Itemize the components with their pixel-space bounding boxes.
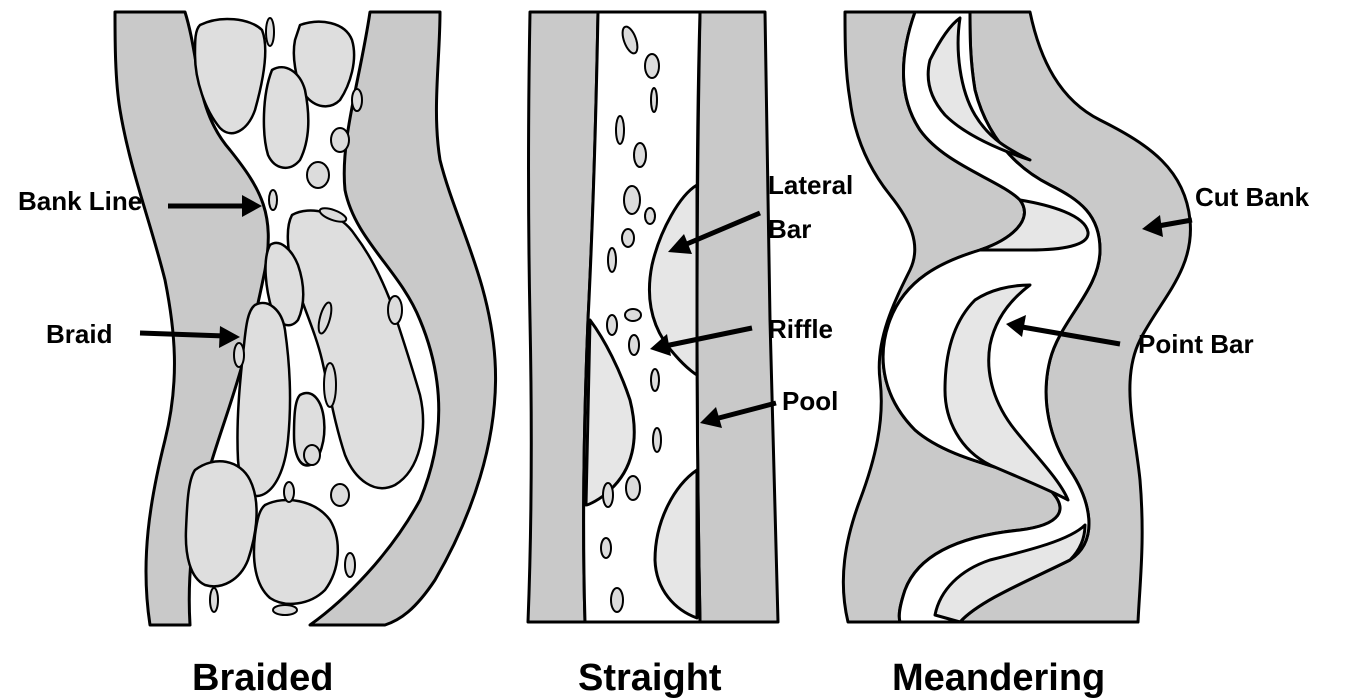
straight-pebble <box>651 88 657 112</box>
braided-pebble <box>269 190 277 210</box>
straight-pebble <box>645 208 655 224</box>
braided-pebble <box>273 605 297 615</box>
braided-pebble <box>266 18 274 46</box>
braided-pebble <box>324 363 336 407</box>
straight-pebble <box>634 143 646 167</box>
straight-pebble <box>603 483 613 507</box>
braided-island <box>186 461 257 586</box>
label-lateral-bar-line1: Lateral <box>768 170 853 200</box>
braided-pebble <box>234 343 244 367</box>
braided-pebble <box>304 445 320 465</box>
straight-pebble <box>626 476 640 500</box>
label-bank-line: Bank Line <box>18 186 142 216</box>
braided-pebble <box>331 484 349 506</box>
straight-right-bank <box>697 12 778 622</box>
straight-pebble <box>608 248 616 272</box>
straight-panel: Lateral Bar Riffle Pool Straight <box>528 12 853 698</box>
title-braided: Braided <box>192 657 333 698</box>
braided-pebble <box>388 296 402 324</box>
label-point-bar: Point Bar <box>1138 329 1254 359</box>
straight-pebble <box>629 335 639 355</box>
straight-pebble <box>622 229 634 247</box>
label-cut-bank: Cut Bank <box>1195 182 1310 212</box>
label-riffle: Riffle <box>768 314 833 344</box>
braided-pebble <box>331 128 349 152</box>
braided-pebble <box>345 553 355 577</box>
braid-arrow <box>140 333 225 336</box>
braided-island <box>237 303 290 496</box>
straight-pebble <box>645 54 659 78</box>
straight-pebble <box>653 428 661 452</box>
straight-pebble <box>651 369 659 391</box>
braided-pebble <box>284 482 294 502</box>
title-straight: Straight <box>578 657 722 698</box>
braided-pebble <box>210 588 218 612</box>
braided-pebble <box>352 89 362 111</box>
straight-pebble <box>611 588 623 612</box>
straight-pebble <box>624 186 640 214</box>
braided-pebble <box>307 162 329 188</box>
straight-pebble <box>625 309 641 321</box>
label-braid: Braid <box>46 319 112 349</box>
braided-panel: Bank Line Braid Braided <box>18 12 496 698</box>
straight-pebble <box>607 315 617 335</box>
label-lateral-bar-line2: Bar <box>768 214 811 244</box>
title-meandering: Meandering <box>892 657 1105 698</box>
straight-pebble <box>616 116 624 144</box>
label-pool: Pool <box>782 386 838 416</box>
braided-island <box>254 500 338 604</box>
meandering-panel: Cut Bank Point Bar Meandering <box>843 12 1309 698</box>
straight-pebble <box>601 538 611 558</box>
braided-island <box>264 67 308 168</box>
